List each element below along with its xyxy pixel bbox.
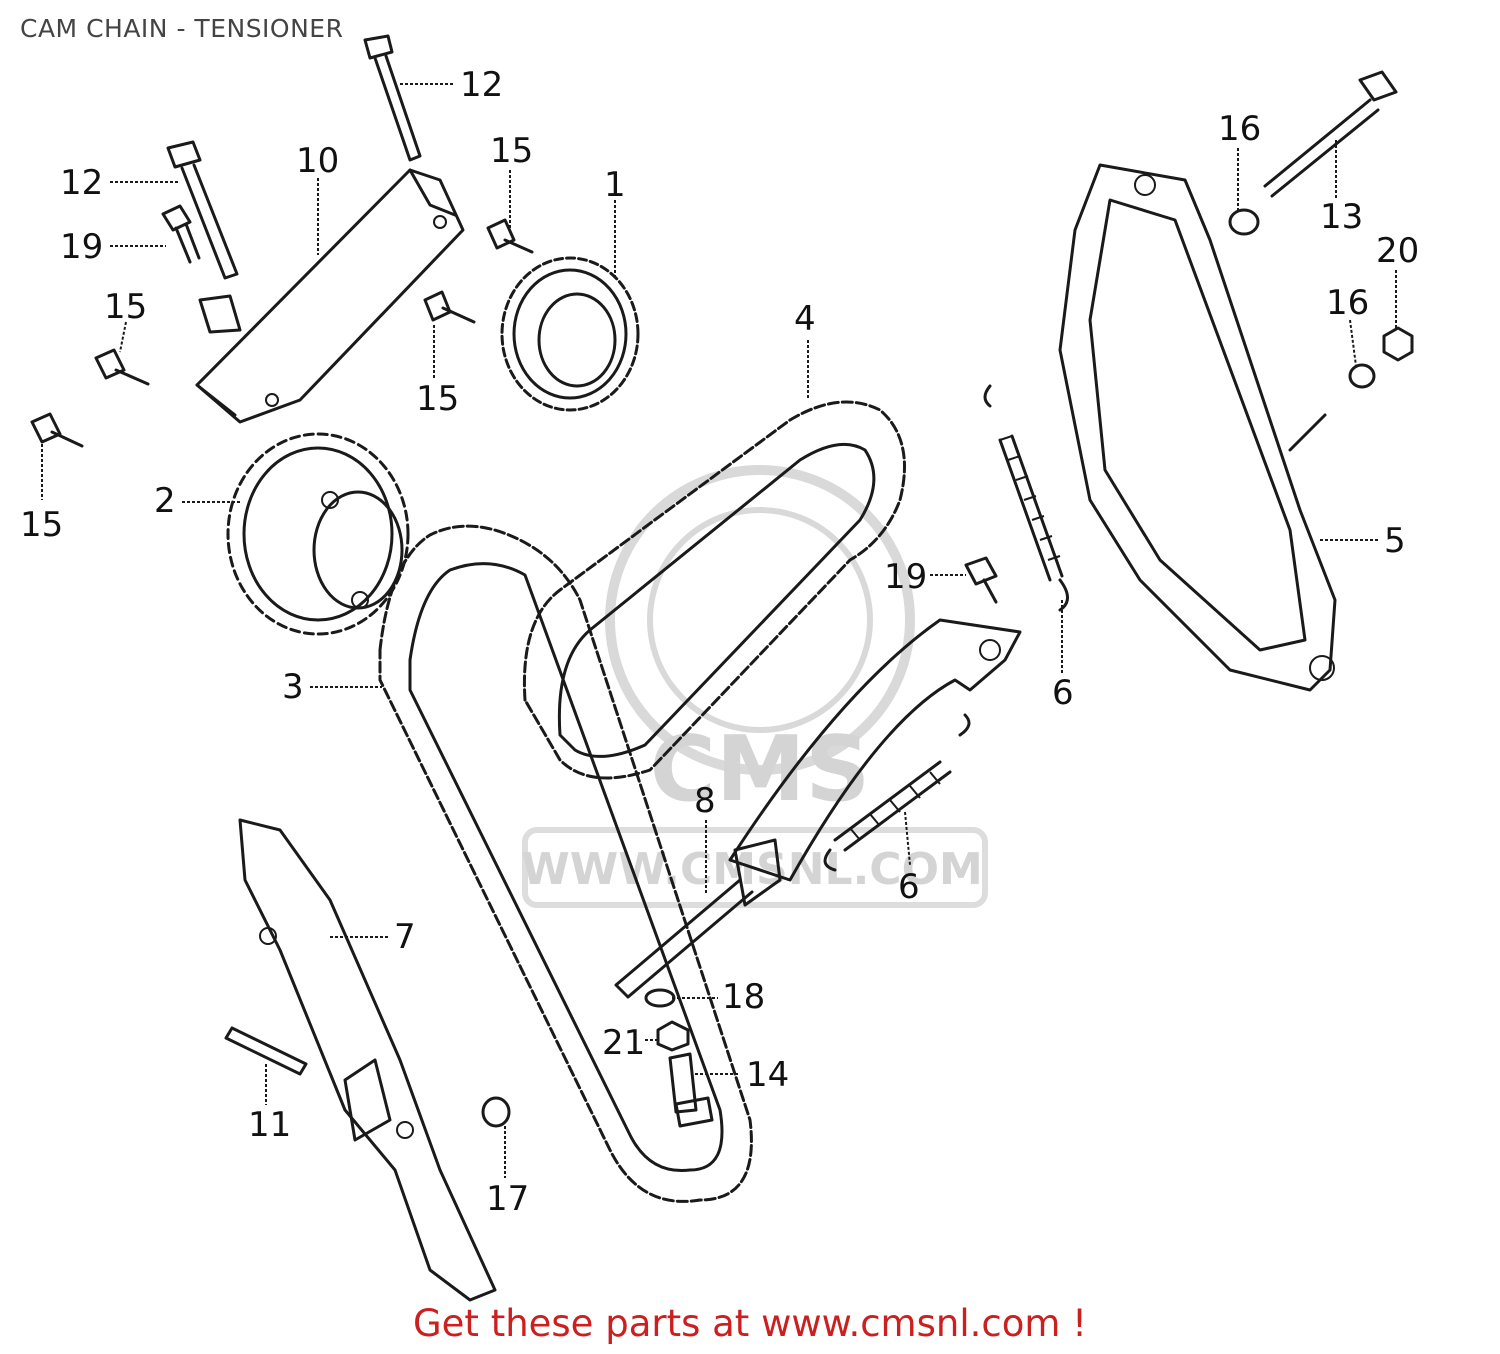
callout-15-d: 15 [20,505,63,545]
tensioner-lever[interactable] [728,618,1022,907]
part-4-cam-chain[interactable] [522,400,906,780]
part-21-nut[interactable] [656,1020,690,1052]
part-14-bolt[interactable] [668,1052,714,1128]
watermark-url: WWW.CMSNL.COM [521,844,983,895]
callout-12-upper: 12 [460,65,503,105]
callout-19-left: 19 [60,227,103,267]
callout-17: 17 [486,1179,529,1219]
part-17-cap[interactable] [481,1096,511,1128]
part-16-washer-lower[interactable] [1348,363,1376,389]
callout-15-b: 15 [416,379,459,419]
callout-19-right: 19 [884,557,927,597]
part-7-cam-chain-guide[interactable] [238,818,497,1302]
callout-14: 14 [746,1055,789,1095]
callout-3: 3 [282,667,304,707]
callout-13: 13 [1320,197,1363,237]
callout-11: 11 [248,1105,291,1145]
part-19-bolt-left[interactable] [161,204,201,264]
part-20-nut[interactable] [1382,326,1414,362]
part-16-washer-upper[interactable] [1228,208,1260,236]
part-15-bolt-a[interactable] [486,218,534,254]
part-15-bolt-d[interactable] [30,412,84,448]
watermark-logo: CMS WWW.CMSNL.COM [521,465,988,908]
callout-20: 20 [1376,231,1419,271]
part-5-tensioner-arm[interactable] [1058,163,1337,692]
callout-8: 8 [694,781,716,821]
part-8-shaft[interactable] [614,878,754,999]
part-6-spring-lower[interactable] [823,713,971,872]
callout-12-left: 12 [60,163,103,203]
callout-7: 7 [394,917,416,957]
callout-6-lower: 6 [898,867,920,907]
callout-labels: 12 12 10 15 1 19 15 15 15 2 3 4 5 16 13 … [20,65,1419,1219]
part-18-washer[interactable] [644,988,676,1008]
part-11-pin[interactable] [224,1026,308,1076]
callout-15-a: 15 [490,131,533,171]
part-13-bolt[interactable] [1263,70,1398,198]
callout-1: 1 [604,165,626,205]
part-12-bolt-left[interactable] [166,140,239,280]
callout-5: 5 [1384,521,1406,561]
callout-16-upper: 16 [1218,109,1261,149]
callout-18: 18 [722,977,765,1017]
callout-2: 2 [154,481,176,521]
callout-10: 10 [296,141,339,181]
part-6-spring-upper[interactable] [983,384,1069,612]
callout-6-upper: 6 [1052,673,1074,713]
watermark-brand: CMS [650,717,870,822]
callout-15-c: 15 [104,287,147,327]
callout-16-lower: 16 [1326,283,1369,323]
callout-4: 4 [794,299,816,339]
part-2-cam-sprocket[interactable] [226,432,410,636]
diagram-title: CAM CHAIN - TENSIONER [20,14,344,43]
part-10-cam-chain-guide[interactable] [195,168,465,424]
part-1-cam-sprocket[interactable] [500,256,640,412]
part-3-cam-chain[interactable] [378,524,753,1203]
part-19-bolt-right[interactable] [964,556,998,604]
leader-lines [41,83,1397,1178]
callout-21: 21 [602,1023,645,1063]
part-12-bolt-upper[interactable] [363,34,422,162]
part-15-bolt-c[interactable] [94,348,150,386]
cmsnl-promo-link[interactable]: Get these parts at www.cmsnl.com ! [412,1302,1087,1345]
part-15-bolt-b[interactable] [423,290,476,324]
